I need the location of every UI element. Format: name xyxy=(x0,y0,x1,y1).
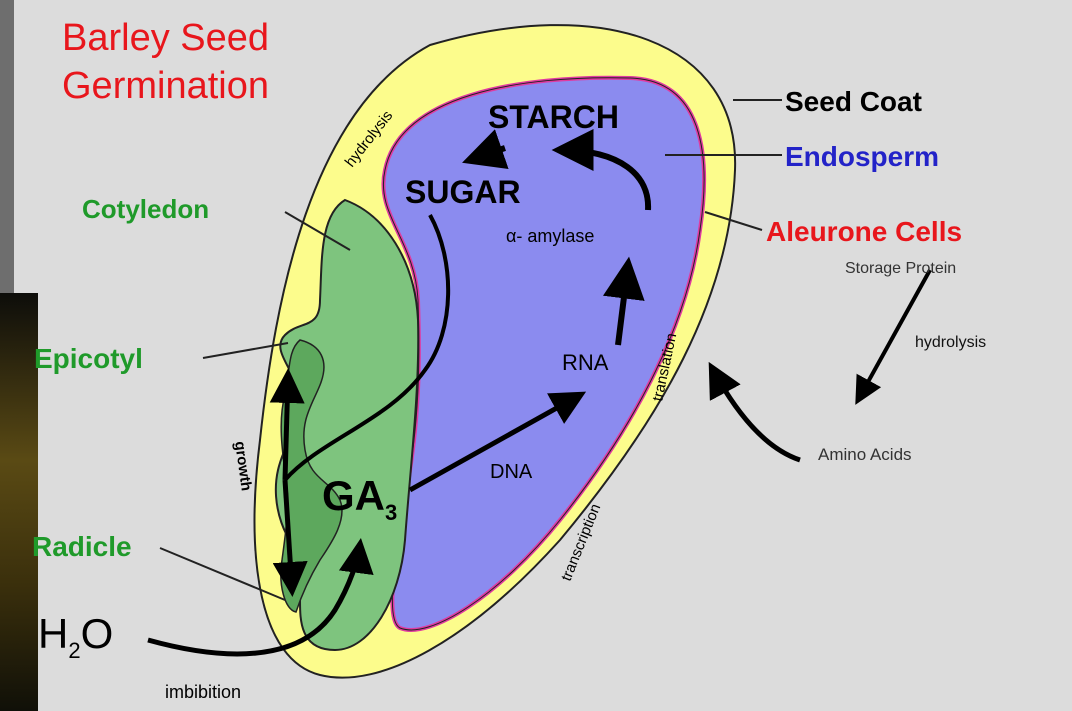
label-hydrolysis-right: hydrolysis xyxy=(915,334,986,351)
label-growth: growth xyxy=(231,440,255,492)
label-sugar: SUGAR xyxy=(405,174,521,210)
label-amylase: α- amylase xyxy=(506,226,594,246)
label-aleurone-cells: Aleurone Cells xyxy=(766,216,962,247)
label-water: H2O xyxy=(38,610,113,663)
title-line-1: Barley Seed xyxy=(62,17,269,59)
label-endosperm: Endosperm xyxy=(785,141,939,172)
label-dna: DNA xyxy=(490,461,533,483)
label-storage-protein: Storage Protein xyxy=(845,260,956,277)
label-rna: RNA xyxy=(562,350,609,375)
label-seed-coat: Seed Coat xyxy=(785,86,922,117)
label-cotyledon: Cotyledon xyxy=(82,194,209,224)
label-imbibition: imbibition xyxy=(165,682,241,702)
label-epicotyl: Epicotyl xyxy=(34,343,143,374)
label-radicle: Radicle xyxy=(32,531,132,562)
label-amino-acids: Amino Acids xyxy=(818,445,912,464)
arrow-amino-acids xyxy=(712,368,800,460)
title-line-2: Germination xyxy=(62,65,269,107)
arrow-epicotyl-growth xyxy=(285,375,288,480)
label-starch: STARCH xyxy=(488,99,619,135)
